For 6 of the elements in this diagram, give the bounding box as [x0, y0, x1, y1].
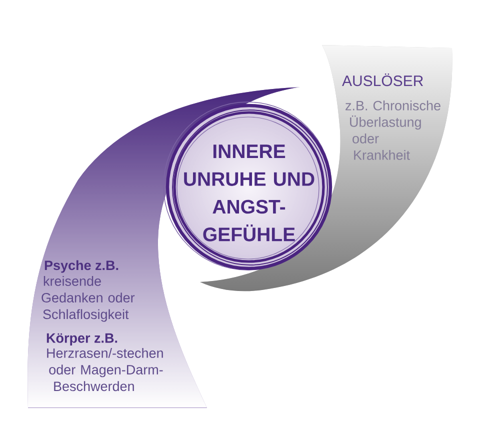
body-text: Herzrasen/-stechen oder Magen-Darm- Beschwerden [47, 348, 163, 392]
heading: Körper z.B. [46, 333, 118, 346]
heading: Psyche z.B. [44, 260, 118, 273]
body-text: kreisende Gedanken oder Schlaflosigkeit [42, 276, 135, 322]
body-text: z.B. Chronische Überlastung oder Krankheit [346, 100, 440, 160]
heading: AUSLÖSER [342, 73, 423, 86]
